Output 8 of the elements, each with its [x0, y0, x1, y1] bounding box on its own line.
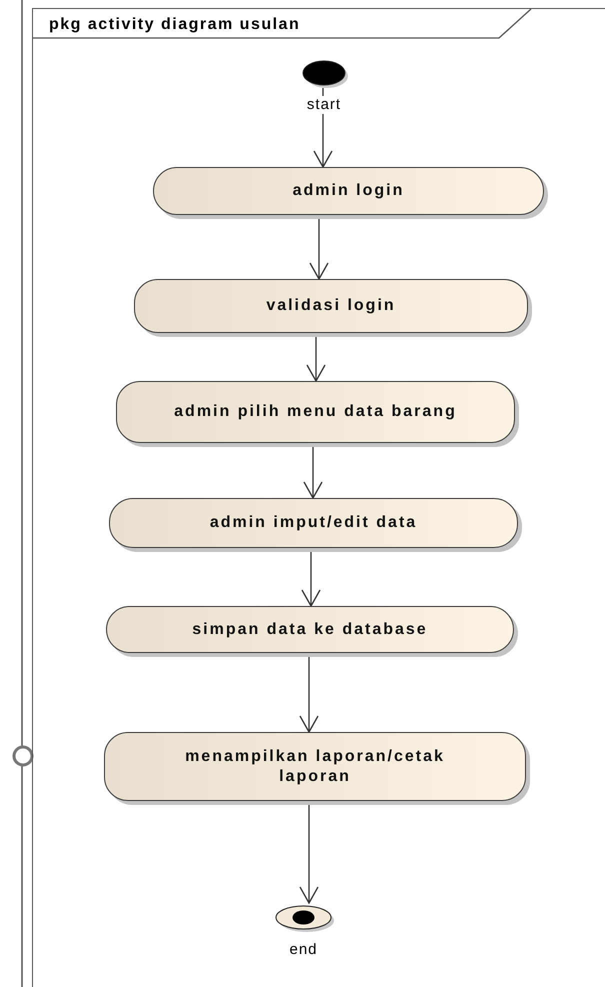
activity-label: validasi login — [266, 296, 396, 316]
activity-label: menampilkan laporan/cetak laporan — [184, 746, 446, 786]
activity-label: simpan data ke database — [192, 620, 428, 640]
frame-title: pkg activity diagram usulan — [49, 16, 300, 33]
activity-label: admin imput/edit data — [210, 513, 418, 533]
activity-label: admin login — [292, 181, 404, 201]
activity-label: admin pilih menu data barang — [174, 402, 457, 422]
package-frame — [32, 8, 605, 987]
